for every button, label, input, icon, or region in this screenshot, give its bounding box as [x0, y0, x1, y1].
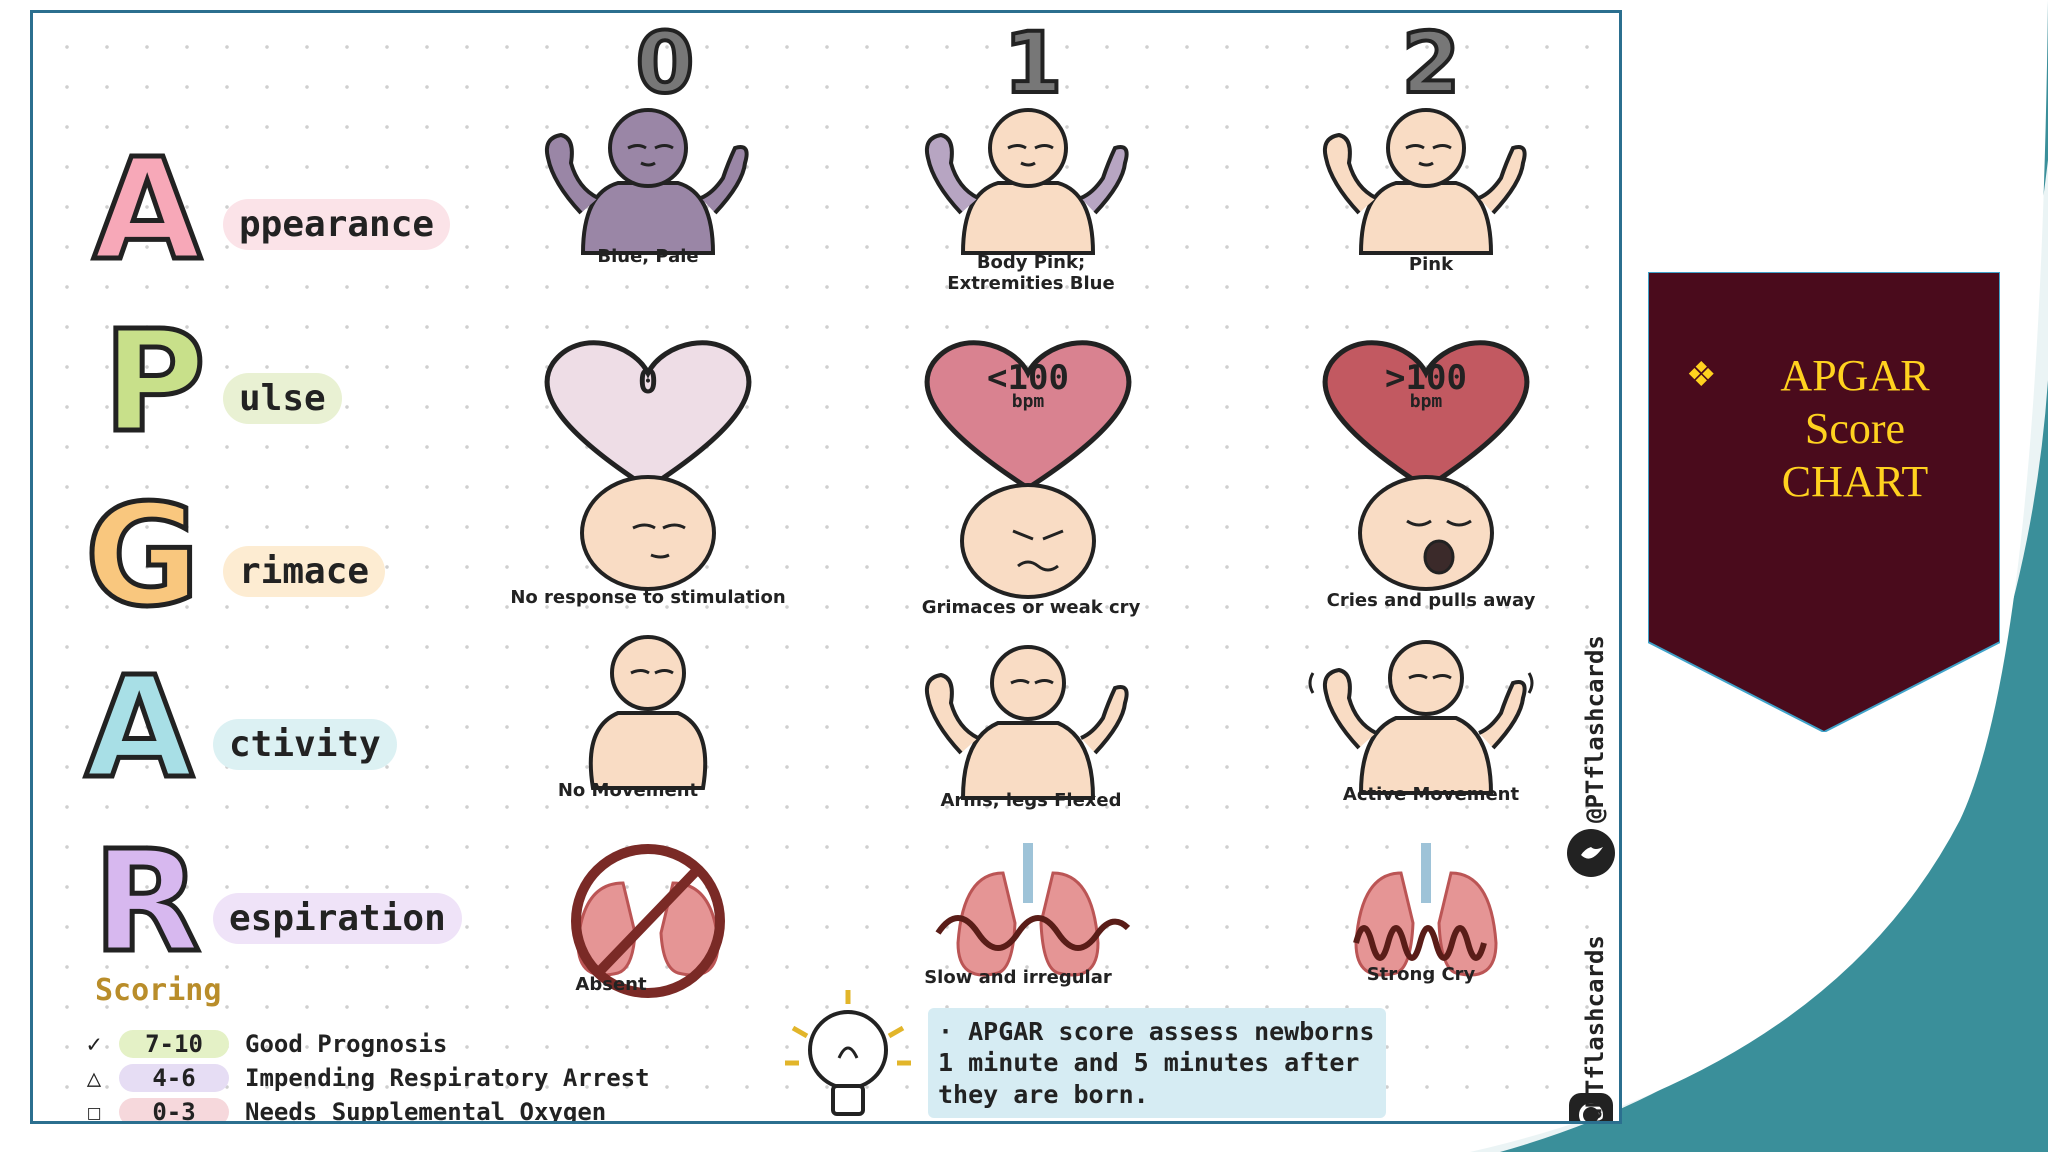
baby-blue-icon [544, 108, 749, 255]
row-word-activity: ctivity [213, 719, 397, 771]
letter-a-activity: A [82, 647, 195, 810]
heart-red-icon [1322, 340, 1530, 491]
title-banner [1648, 272, 2000, 732]
heart-pink-icon [924, 340, 1132, 491]
handle-twitter: @PTflashcards [1581, 635, 1609, 823]
caption-grimaces: Grimaces or weak cry [921, 597, 1141, 618]
letter-a-appearance: A [90, 129, 203, 292]
caption-no-response: No response to stimulation [510, 587, 786, 608]
caption-active-movement: Active Movement [1342, 784, 1520, 805]
diamond-bullet-icon: ❖ [1686, 357, 1717, 394]
lightbulb-icon [785, 990, 911, 1116]
caption-no-movement: No Movement [557, 780, 699, 801]
pulse-unit: bpm [1409, 391, 1443, 412]
column-header-2: 2 [1400, 14, 1462, 112]
heart-pale-icon [544, 340, 752, 491]
baby-active-icon [1308, 640, 1534, 795]
score-label-oxygen: Needs Supplemental Oxygen [245, 1098, 607, 1124]
caption-cries-pulls-away: Cries and pulls away [1326, 590, 1536, 611]
face-grimace-icon [960, 483, 1096, 599]
banner-title: ❖ APGAR Score CHART [1680, 350, 1980, 508]
score-range-impending: 4-6 [119, 1064, 229, 1092]
score-label-good: Good Prognosis [245, 1030, 448, 1058]
baby-pink-icon [1322, 108, 1527, 255]
column-header-0: 0 [634, 14, 696, 112]
instagram-icon [1569, 1093, 1613, 1121]
caption-pink: Pink [1408, 254, 1454, 275]
caption-blue-pale: Blue, Pale [597, 246, 699, 267]
baby-flexed-icon [924, 645, 1129, 800]
column-header-1: 1 [1002, 14, 1064, 112]
letter-g-grimace: G [83, 475, 203, 638]
baby-pink-blue-extremities-icon [924, 108, 1129, 255]
twitter-icon [1567, 829, 1615, 877]
baby-limp-icon [588, 635, 708, 790]
pulse-unit: bpm [1011, 391, 1045, 412]
pulse-value: >100 [1385, 358, 1467, 398]
check-icon: ✓ [86, 1030, 102, 1058]
scoring-title: Scoring [95, 973, 222, 1008]
score-row-impending: △ 4-6 Impending Respiratory Arrest [69, 1061, 650, 1095]
lungs-strong-icon [1353, 843, 1498, 977]
face-crying-icon [1358, 475, 1494, 591]
caption-slow-irregular: Slow and irregular [924, 967, 1112, 988]
banner-line-2: Score [1804, 403, 1906, 453]
banner-line-3: CHART [1781, 456, 1929, 506]
apgar-flashcard: 0 1 2 A ppearance P ulse G rimace A ctiv… [30, 10, 1622, 1124]
pulse-value: <100 [987, 358, 1069, 398]
handle-instagram: @PTflashcards [1581, 935, 1609, 1123]
teal-corner-swoosh [1470, 0, 2048, 1152]
score-row-oxygen: ☐ 0-3 Needs Supplemental Oxygen [69, 1095, 607, 1124]
row-word-respiration: espiration [213, 893, 462, 945]
face-no-response-icon [580, 475, 716, 591]
score-range-good: 7-10 [119, 1030, 229, 1058]
social-icons [1567, 829, 1615, 1121]
banner-line-1: APGAR [1780, 351, 1930, 400]
lungs-absent-icon [571, 844, 725, 998]
heart-label-zero: 0 [637, 362, 659, 402]
triangle-icon: △ [86, 1064, 102, 1092]
letter-p-pulse: P [101, 301, 209, 464]
score-label-impending: Impending Respiratory Arrest [245, 1064, 650, 1092]
score-range-oxygen: 0-3 [119, 1098, 229, 1121]
score-row-good: ✓ 7-10 Good Prognosis [69, 1027, 447, 1061]
square-icon: ☐ [86, 1098, 102, 1124]
caption-absent: Absent [575, 974, 647, 995]
info-text: · APGAR score assess newborns 1 minute a… [938, 1017, 1375, 1109]
caption-strong-cry: Strong Cry [1366, 964, 1476, 985]
row-word-grimace: rimace [223, 546, 386, 598]
letter-r-respiration: R [91, 821, 204, 984]
lungs-irregular-icon [935, 843, 1131, 977]
row-word-pulse: ulse [223, 373, 342, 425]
row-word-appearance: ppearance [223, 199, 451, 251]
caption-body-pink-extremities-blue: Body Pink; Extremities Blue [947, 252, 1115, 294]
info-box [928, 1008, 1386, 1118]
caption-arms-legs-flexed: Arms, legs Flexed [940, 790, 1122, 811]
